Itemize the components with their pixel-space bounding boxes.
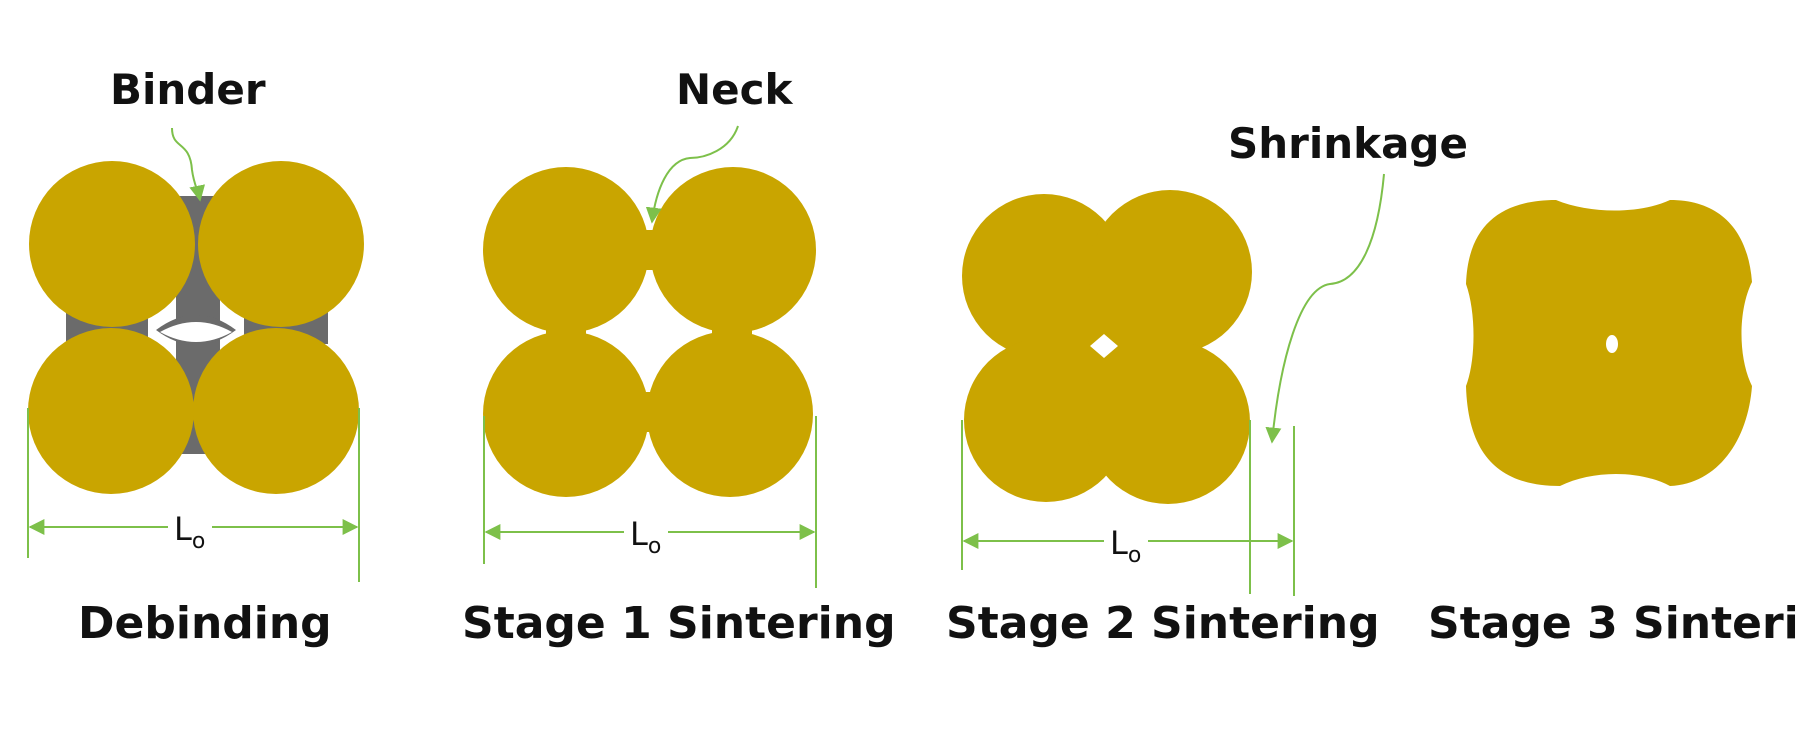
particle — [198, 161, 364, 327]
stage1-particles — [483, 167, 816, 497]
particle — [483, 167, 649, 333]
particle — [650, 167, 816, 333]
stage-caption-stage2: Stage 2 Sintering — [946, 598, 1380, 649]
particle — [29, 161, 195, 327]
residual-pore — [1606, 335, 1618, 353]
shrinkage-leader — [1265, 173, 1385, 444]
length-symbol: Lo — [174, 510, 205, 554]
particle — [193, 328, 359, 494]
neck-label: Neck — [676, 65, 794, 114]
particle — [483, 331, 649, 497]
stage1-panel: Lo Neck Stage 1 Sintering — [462, 65, 896, 649]
shrinkage-label: Shrinkage — [1228, 119, 1468, 168]
length-symbol: Lo — [630, 515, 661, 559]
particle — [647, 331, 813, 497]
stage-caption-stage1: Stage 1 Sintering — [462, 598, 896, 649]
neck-leader — [645, 125, 739, 224]
binder-leader — [171, 127, 206, 202]
length-symbol: Lo — [1110, 524, 1141, 568]
debinding-particles — [28, 161, 364, 494]
stage3-panel: Stage 3 Sintering — [1428, 200, 1800, 649]
debinding-panel: Lo Binder Debinding — [27, 65, 364, 649]
stage2-particles — [962, 190, 1252, 504]
particle — [28, 328, 194, 494]
stage-caption-debinding: Debinding — [78, 598, 332, 649]
stage-caption-stage3: Stage 3 Sintering — [1428, 598, 1800, 649]
stage2-panel: Lo Shrinkage Stage 2 Sintering — [946, 119, 1468, 649]
binder-label: Binder — [110, 65, 266, 114]
